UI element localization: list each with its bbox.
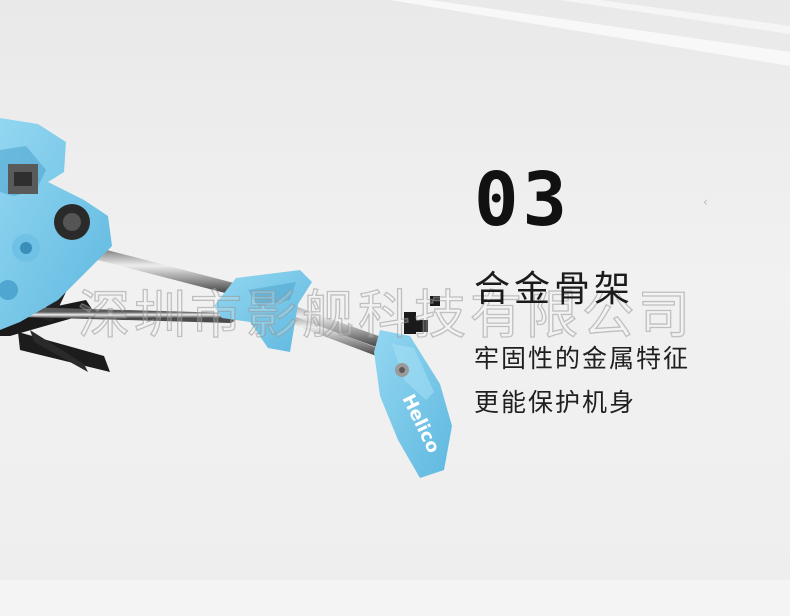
feature-desc-line2: 更能保护机身	[474, 388, 637, 417]
company-watermark: 深圳市影舰科技有限公司	[77, 285, 695, 346]
feature-number: 03	[474, 157, 572, 243]
tail-fin	[374, 330, 452, 478]
blue-body	[0, 118, 112, 330]
pixel-squares	[404, 296, 440, 334]
light-streak-2	[560, 0, 790, 34]
chevron-left-icon: ‹	[703, 195, 708, 209]
feature-title: 合金骨架	[474, 269, 635, 310]
feature-desc-line1: 牢固性的金属特征	[474, 344, 691, 373]
blue-clamp	[214, 270, 312, 352]
light-streak	[390, 0, 790, 66]
bottom-band	[0, 580, 790, 616]
